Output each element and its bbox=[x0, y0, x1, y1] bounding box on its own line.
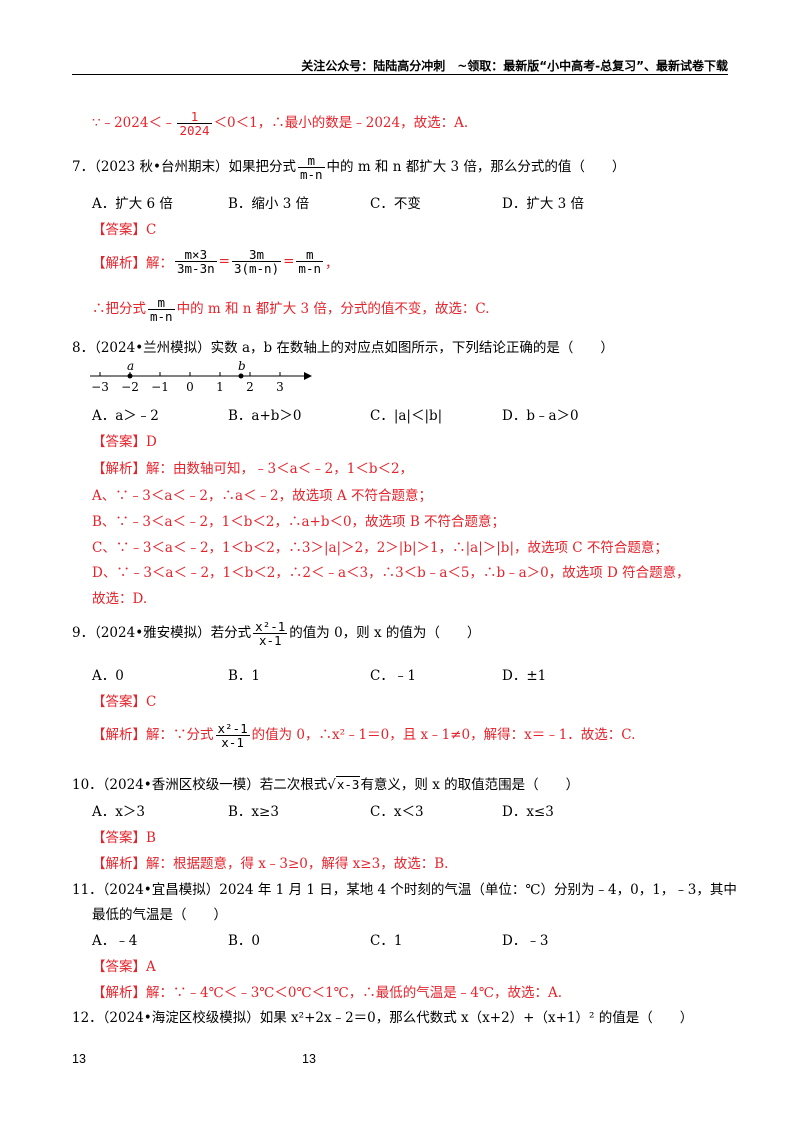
q7-option-b: B．缩小 3 倍 bbox=[228, 196, 310, 212]
q8-option-d: D．b﹣a＞0 bbox=[502, 408, 579, 424]
q10-option-a: A．x＞3 bbox=[92, 804, 145, 820]
label-b: b bbox=[238, 359, 246, 373]
q8-analysis-6: 故选：D. bbox=[92, 591, 148, 607]
q10-option-d: D．x≤3 bbox=[502, 804, 554, 820]
page-number-center: 13 bbox=[302, 1052, 316, 1066]
page-header: 关注公众号：陆陆高分冲刺 ~领取：最新版“小中高考-总复习”、最新试卷下载 bbox=[301, 59, 728, 73]
q11-option-c: C．1 bbox=[370, 933, 403, 949]
q7-option-d: D．扩大 3 倍 bbox=[502, 196, 584, 212]
q8-analysis-3: B、∵﹣3＜a＜﹣2，1＜b＜2，∴a+b＜0，故选项 B 不符合题意； bbox=[92, 514, 506, 530]
q8-option-a: A．a＞﹣2 bbox=[92, 408, 159, 424]
label-a: a bbox=[127, 359, 134, 373]
tick-label: −1 bbox=[151, 380, 169, 394]
q10-option-c: C．x＜3 bbox=[370, 804, 424, 820]
q11-analysis: 【解析】解：∵﹣4℃＜﹣3℃＜0℃＜1℃，∴最低的气温是﹣4℃，故选：A. bbox=[92, 985, 562, 1001]
number-line: −3 −2 −1 0 1 2 3 a b bbox=[90, 359, 312, 394]
tick-label: −3 bbox=[91, 380, 109, 394]
q8-analysis-2: A、∵﹣3＜a＜﹣2，∴a＜﹣2，故选项 A 不符合题意； bbox=[92, 488, 432, 504]
tick-label: 0 bbox=[186, 380, 194, 394]
tick-label: 3 bbox=[276, 380, 284, 394]
q7-option-a: A．扩大 6 倍 bbox=[92, 196, 173, 212]
q7-option-c: C．不变 bbox=[370, 196, 421, 212]
q8-answer: 【答案】D bbox=[92, 434, 157, 450]
q8-option-c: C．|a|＜|b| bbox=[370, 408, 443, 424]
q8-option-b: B．a+b＞0 bbox=[228, 408, 302, 424]
page-number-left: 13 bbox=[72, 1052, 86, 1066]
question-10-stem: 10．（2024•香洲区校级一模）若二次根式√x-3有意义，则 x 的取值范围是… bbox=[72, 776, 580, 793]
tick-label: −2 bbox=[121, 380, 139, 394]
point-a bbox=[127, 373, 133, 379]
question-8-stem: 8．（2024•兰州模拟）实数 a，b 在数轴上的对应点如图所示，下列结论正确的… bbox=[72, 340, 614, 356]
q7-answer: 【答案】C bbox=[92, 222, 157, 238]
q9-option-d: D．±1 bbox=[502, 668, 547, 684]
q8-analysis-4: C、∵﹣3＜a＜﹣2，1＜b＜2，∴3＞|a|＞2，2＞|b|＞1，∴|a|＞|… bbox=[92, 540, 668, 556]
q9-option-c: C．﹣1 bbox=[370, 668, 416, 684]
q10-option-b: B．x≥3 bbox=[228, 804, 279, 820]
q9-answer: 【答案】C bbox=[92, 694, 157, 710]
tick-label: 2 bbox=[246, 380, 254, 394]
q11-option-a: A．﹣4 bbox=[92, 933, 138, 949]
question-11-stem-1: 11．（2024•宜昌模拟）2024 年 1 月 1 日，某地 4 个时刻的气温… bbox=[72, 882, 737, 898]
question-12-stem: 12．（2024•海淀区校级模拟）如果 x²+2x﹣2＝0，那么代数式 x（x+… bbox=[72, 1010, 694, 1026]
sqrt-icon: √ bbox=[327, 777, 336, 793]
q11-answer: 【答案】A bbox=[92, 959, 156, 975]
arrow-icon bbox=[304, 372, 312, 380]
point-b bbox=[238, 373, 244, 379]
q10-analysis: 【解析】解：根据题意，得 x﹣3≥0，解得 x≥3，故选：B. bbox=[92, 856, 449, 872]
question-11-stem-2: 最低的气温是（ ） bbox=[92, 907, 227, 923]
q11-option-d: D．﹣3 bbox=[502, 933, 549, 949]
header-divider bbox=[72, 74, 728, 75]
q8-analysis-1: 【解析】解：由数轴可知，﹣3＜a＜﹣2，1＜b＜2， bbox=[92, 461, 414, 477]
q9-option-a: A．0 bbox=[92, 668, 124, 684]
q10-answer: 【答案】B bbox=[92, 830, 156, 846]
q11-option-b: B．0 bbox=[228, 933, 261, 949]
q8-analysis-5: D、∵﹣3＜a＜﹣2，1＜b＜2，∴2＜﹣a＜3，∴3＜b﹣a＜5，∴b﹣a＞0… bbox=[92, 565, 690, 581]
q9-option-b: B．1 bbox=[228, 668, 261, 684]
tick-label: 1 bbox=[216, 380, 224, 394]
